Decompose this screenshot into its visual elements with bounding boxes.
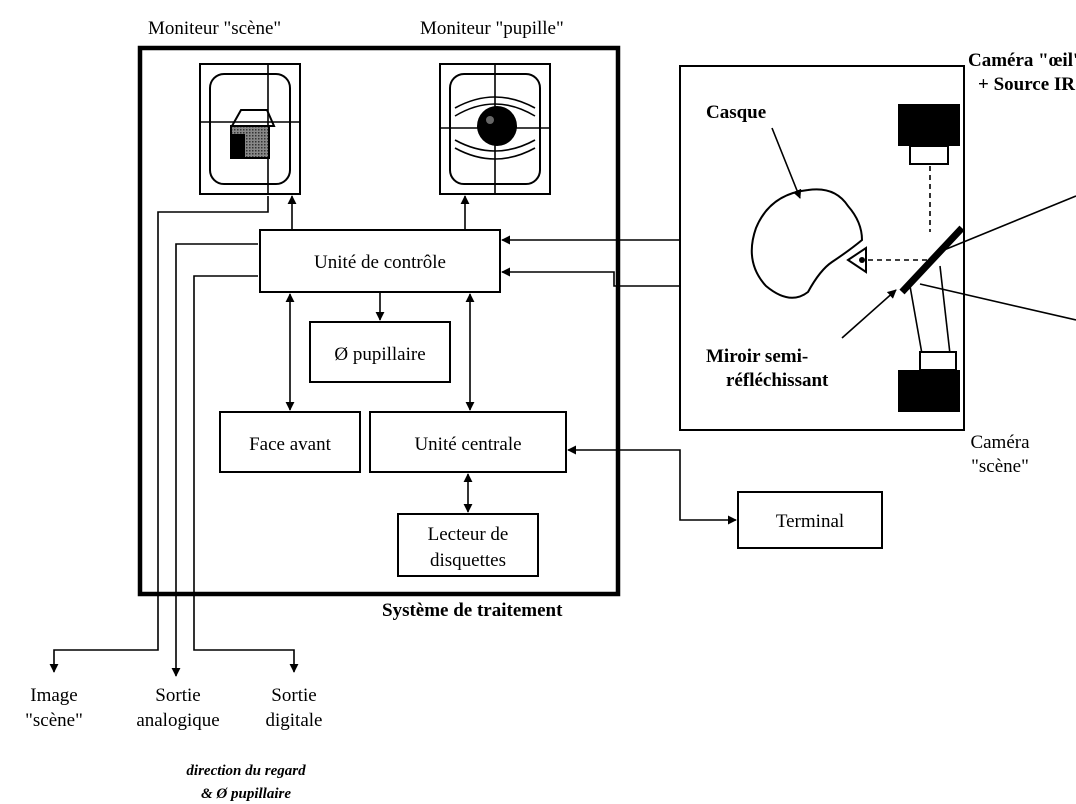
eye-icon: [454, 96, 536, 160]
analog-output-label-1: Sortie: [155, 685, 200, 706]
front-panel-box: [219, 411, 361, 473]
mirror-label-2: réfléchissant: [726, 370, 829, 391]
central-unit-label: Unité centrale: [414, 434, 521, 455]
scene-camera-label-2: "scène": [971, 456, 1029, 477]
image-output-label-1: Image: [30, 685, 77, 706]
pupil-monitor-title: Moniteur "pupille": [420, 18, 564, 39]
output-note-2: & Ø pupillaire: [201, 786, 291, 802]
terminal-label: Terminal: [776, 511, 844, 532]
headset-panel: [679, 65, 965, 431]
floppy-reader-label-2: disquettes: [430, 550, 506, 571]
processing-system-frame: [137, 45, 621, 597]
analog-output-label-2: analogique: [136, 710, 219, 731]
central-terminal-connector: [567, 445, 737, 525]
image-output-label-2: "scène": [25, 710, 83, 731]
helmet-pointer-arrow: [771, 127, 802, 199]
digital-output-line: [193, 275, 299, 673]
mirror-pointer-arrow: [841, 289, 897, 339]
pupil-diameter-box: [309, 321, 451, 383]
mirror-to-scene-camera-right: [939, 265, 951, 355]
mirror-to-scene-camera-left: [909, 285, 923, 355]
output-note-1: direction du regard: [186, 763, 306, 779]
image-scene-output-line: [49, 196, 269, 673]
scene-monitor: [199, 63, 301, 195]
eye-symbol-icon: [846, 246, 867, 274]
pupil-monitor: [439, 63, 551, 195]
processing-system-label: Système de traitement: [382, 600, 563, 621]
head-outline: [750, 188, 864, 299]
digital-output-label-2: digitale: [266, 710, 323, 731]
analog-output-line: [171, 243, 258, 677]
eye-camera-label-1: Caméra "œil': [968, 50, 1076, 71]
headset-to-control-arrow-lower: [501, 267, 680, 287]
eye-camera-icon: [898, 104, 960, 165]
semi-reflecting-mirror: [899, 225, 965, 295]
mirror-label-1: Miroir semi-: [706, 346, 808, 367]
scene-ray-lower: [919, 283, 1076, 321]
floppy-reader-box: [397, 513, 539, 577]
floppy-reader-label-1: Lecteur de: [428, 524, 509, 545]
helmet-label: Casque: [706, 102, 766, 123]
control-unit-label: Unité de contrôle: [314, 252, 446, 273]
scene-monitor-title: Moniteur "scène": [148, 18, 281, 39]
front-panel-label: Face avant: [249, 434, 331, 455]
scene-camera-icon: [898, 351, 960, 412]
central-unit-box: [369, 411, 567, 473]
pupil-diameter-label: Ø pupillaire: [334, 344, 425, 365]
scene-camera-label-1: Caméra: [970, 432, 1030, 453]
scene-ray-upper: [943, 195, 1076, 251]
eye-camera-label-2: + Source IR: [978, 74, 1075, 95]
terminal-box: [737, 491, 883, 549]
house-icon: [230, 109, 276, 159]
digital-output-label-1: Sortie: [271, 685, 316, 706]
